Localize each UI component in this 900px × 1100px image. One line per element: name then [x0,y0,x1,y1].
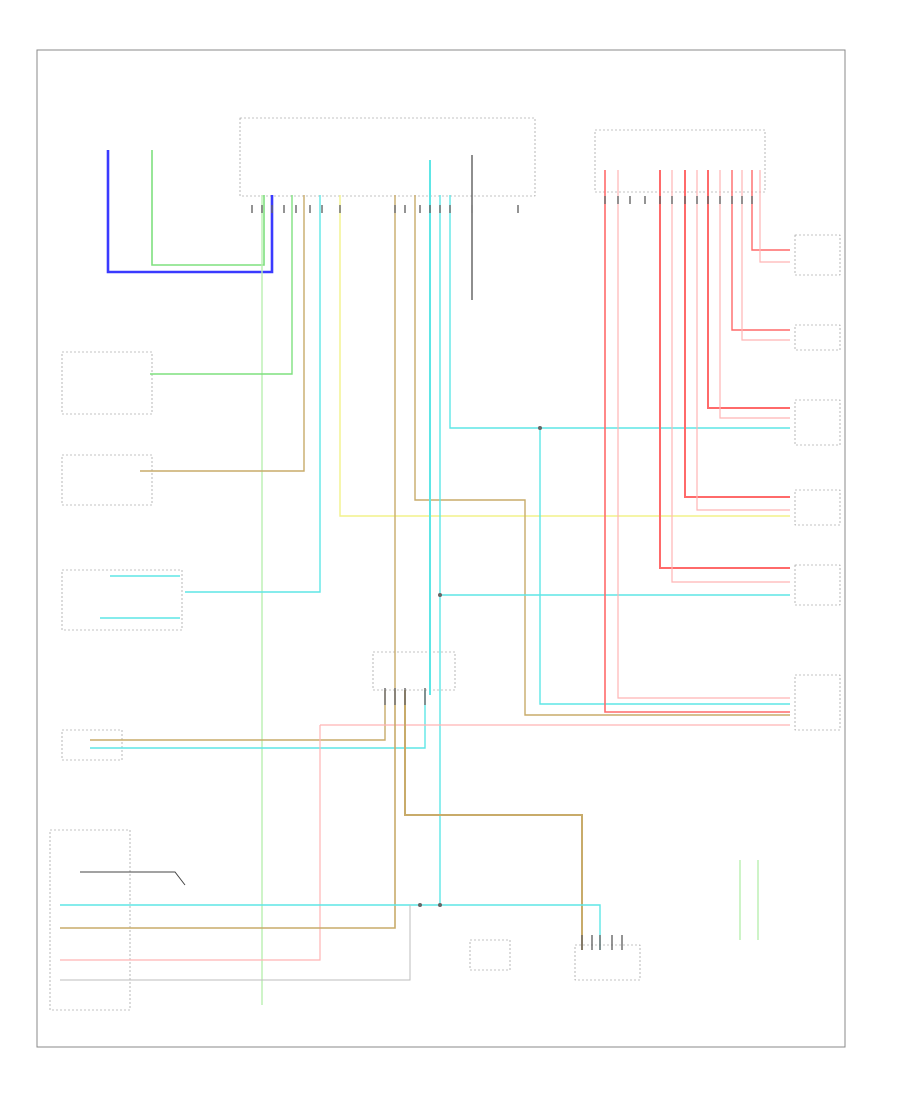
junction-block-outline [372,651,456,691]
right-sensor-outline-4 [794,489,841,526]
splice-dot-1 [438,593,442,597]
wire-green-3 [150,195,293,375]
junction-connector-outline [594,129,766,193]
right-sensor-outline-2 [794,324,841,351]
wire-pink-29 [671,170,790,583]
wire-gray-24 [60,905,411,981]
wire-pink-35 [741,170,790,341]
left-switch-outline-1 [61,351,153,415]
right-sensor-outline-6 [794,674,841,731]
pin-layer [251,196,753,950]
wire-red-26 [604,170,790,713]
wire-green-1 [151,150,265,266]
wire-pink-20 [60,725,321,961]
ecm-connector-outline [239,117,536,197]
bottom-ground-outline [469,939,511,971]
bottom-left-connector-outline [49,829,131,1011]
wire-tan-17 [90,690,386,741]
wire-red-28 [659,170,790,569]
connector-outlines [49,117,841,1011]
wire-pink-33 [719,170,790,419]
wire-tan-10 [414,195,790,716]
wire-red-34 [731,170,790,331]
wire-red-32 [707,170,790,409]
diagram-frame [36,49,846,1048]
wire-red-30 [684,170,790,498]
right-sensor-outline-3 [794,399,841,446]
wire-tan-22 [60,690,396,929]
splice-dot-0 [538,426,542,430]
left-switch-outline-2 [61,454,153,506]
wire-cyan-18 [90,690,426,749]
left-switch-outline-4 [61,729,123,761]
left-switch-outline-3 [61,569,183,631]
wire-tan-21 [404,690,583,950]
splice-dot-3 [418,903,422,907]
wire-cyan-14 [539,428,790,705]
wire-pink-37 [759,170,790,263]
bottom-connector-outline [574,944,641,981]
wire-black-25 [80,871,186,886]
wire-red-36 [751,170,790,251]
wire-pink-31 [696,170,790,511]
right-sensor-outline-1 [794,234,841,276]
wire-tan-4 [140,195,305,472]
wire-blue-0 [106,150,274,274]
right-sensor-outline-5 [794,564,841,606]
wire-yellow-8 [339,195,790,517]
splice-dot-2 [438,903,442,907]
wire-cyan-5 [185,195,321,593]
wire-cyan-13 [449,195,790,429]
wire-pink-27 [617,170,790,699]
wire-layer [60,150,790,1005]
